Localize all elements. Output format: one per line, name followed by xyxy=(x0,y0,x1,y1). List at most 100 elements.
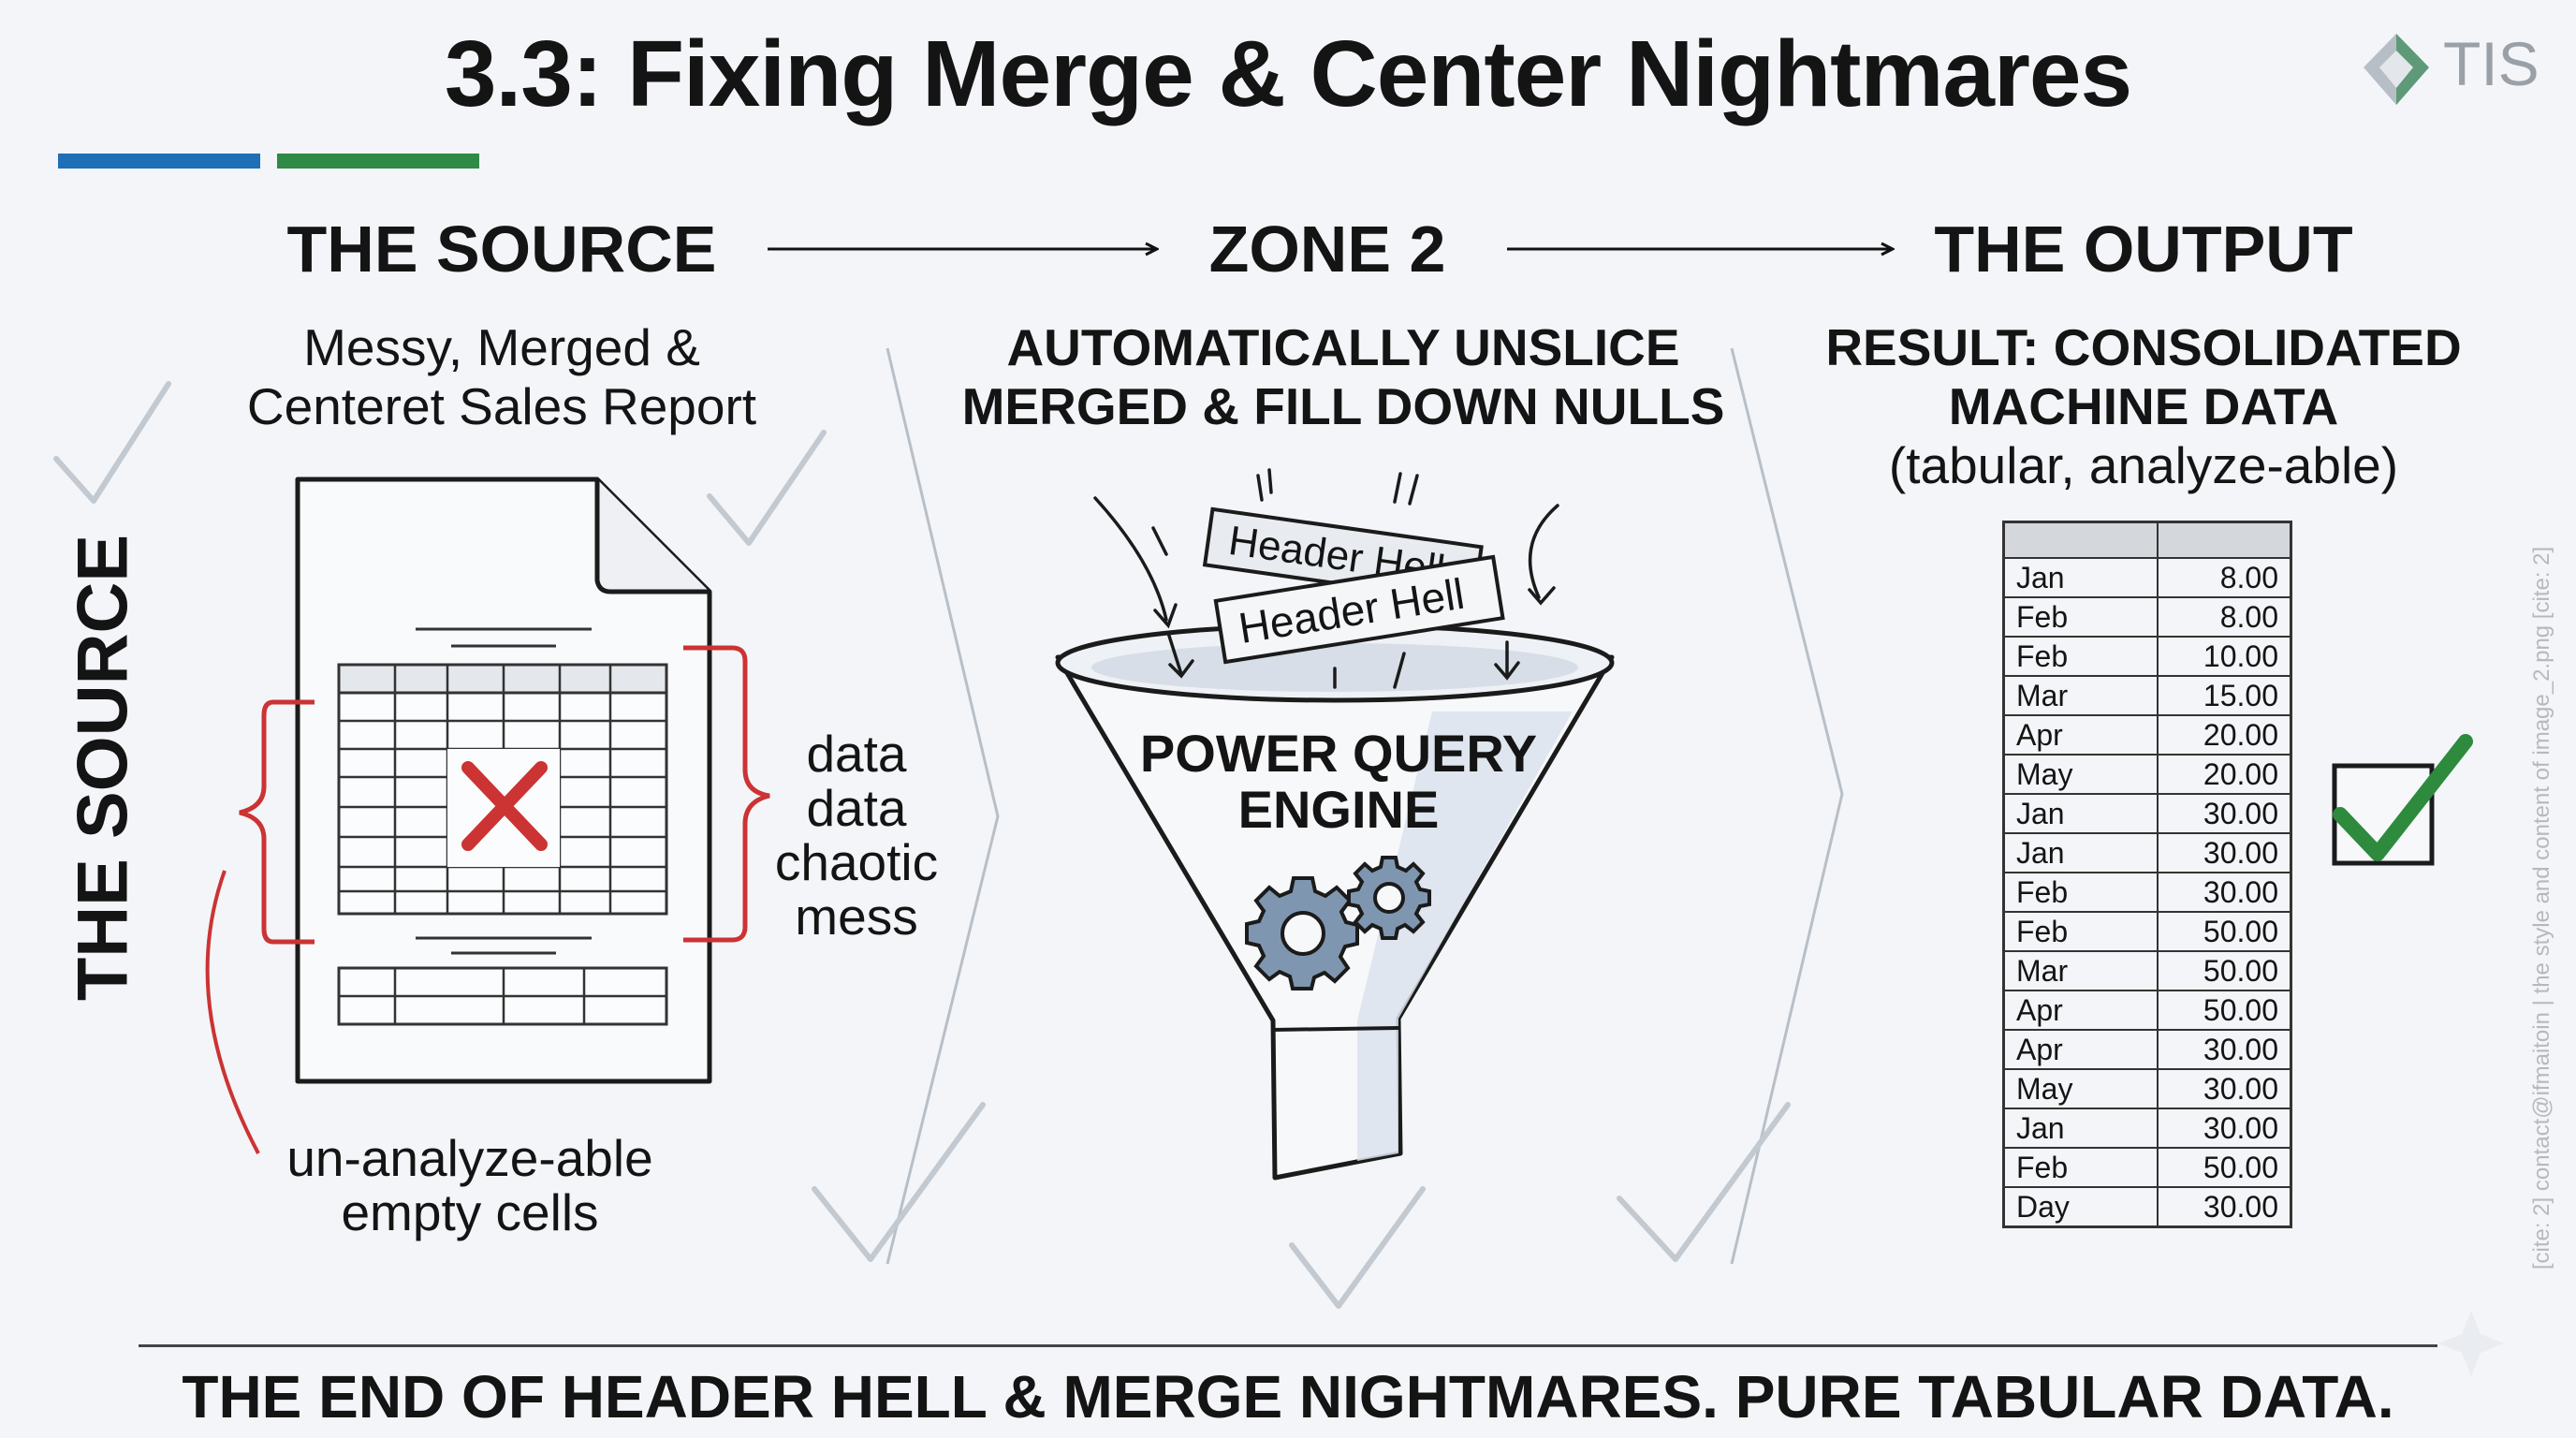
table-cell-month: Jan xyxy=(2002,1108,2159,1149)
check-icon xyxy=(2333,734,2473,861)
right-brace xyxy=(683,645,770,943)
zone-caption-line: MERGED & FILL DOWN NULLS xyxy=(961,377,1725,435)
output-caption-line: (tabular, analyze-able) xyxy=(1888,436,2399,494)
source-caption-line: Centeret Sales Report xyxy=(246,377,757,435)
table-cell-value: 30.00 xyxy=(2157,1029,2292,1070)
section-divider-1 xyxy=(886,347,1000,1265)
table-cell-month: Feb xyxy=(2002,872,2159,913)
section-divider-2 xyxy=(1730,347,1844,1265)
footer-divider xyxy=(139,1344,2437,1347)
table-cell-value: 30.00 xyxy=(2157,793,2292,834)
table-cell-value: 50.00 xyxy=(2157,950,2292,991)
table-cell-value: 30.00 xyxy=(2157,1108,2292,1149)
table-cell-month: Mar xyxy=(2002,675,2159,716)
table-cell-month: May xyxy=(2002,1068,2159,1109)
output-caption-line: MACHINE DATA xyxy=(1948,377,2339,435)
table-cell-value: 30.00 xyxy=(2157,832,2292,873)
table-cell-month: Jan xyxy=(2002,557,2159,598)
output-heading: THE OUTPUT xyxy=(1934,213,2353,286)
incoming-arrow-icon xyxy=(1093,496,1168,622)
logo-text: TIS xyxy=(2443,29,2539,98)
source-caption: Messy, Merged & Centeret Sales Report xyxy=(206,318,798,436)
table-cell-value: 50.00 xyxy=(2157,990,2292,1031)
engine-label-line: POWER QUERY xyxy=(1139,724,1538,783)
table-cell-month: Jan xyxy=(2002,793,2159,834)
gear-icon xyxy=(1347,856,1431,940)
accent-bar-green xyxy=(277,154,479,169)
table-cell-value: 8.00 xyxy=(2157,596,2292,638)
incoming-arrow-icon xyxy=(1528,586,1556,606)
table-cell-value: 30.00 xyxy=(2157,1068,2292,1109)
table-cell-month: May xyxy=(2002,754,2159,795)
table-cell-value: 10.00 xyxy=(2157,636,2292,677)
table-cell-month: Feb xyxy=(2002,1147,2159,1188)
empty-cells-line: un-analyze-able xyxy=(286,1129,653,1187)
incoming-arrow-icon xyxy=(1528,504,1559,599)
faint-check-icon xyxy=(1617,1102,1791,1262)
table-cell-month: Apr xyxy=(2002,714,2159,756)
logo-icon xyxy=(2364,34,2429,105)
callout-curve xyxy=(205,870,260,1154)
table-cell-value: 20.00 xyxy=(2157,714,2292,756)
chaos-note: mess xyxy=(795,888,918,946)
output-caption-line: RESULT: CONSOLIDATED xyxy=(1825,318,2462,376)
engine-label: POWER QUERY ENGINE xyxy=(1058,726,1619,838)
table-cell-value: 30.00 xyxy=(2157,1186,2292,1228)
faint-check-icon xyxy=(53,381,171,504)
table-cell-value: 30.00 xyxy=(2157,872,2292,913)
chaos-note: data xyxy=(806,779,907,837)
left-brace xyxy=(239,699,315,945)
sparkle-icon xyxy=(2438,1311,2504,1376)
table-cell-value: 50.00 xyxy=(2157,911,2292,952)
faint-check-icon xyxy=(707,430,827,546)
table-cell-value: 8.00 xyxy=(2157,557,2292,598)
faint-check-icon xyxy=(812,1102,986,1262)
accent-bar-blue xyxy=(58,154,260,169)
table-header-row xyxy=(2002,521,2292,559)
side-citation: [cite: 2] contact@ifmaitoin | the style … xyxy=(2529,546,2554,1270)
incoming-arrow-icon xyxy=(1153,603,1178,629)
error-x-icon xyxy=(461,761,548,851)
table-header-cell xyxy=(2002,521,2159,559)
gear-icon xyxy=(1245,876,1359,990)
source-caption-line: Messy, Merged & xyxy=(303,318,700,376)
table-cell-month: Feb xyxy=(2002,636,2159,677)
table-cell-value: 50.00 xyxy=(2157,1147,2292,1188)
source-heading: THE SOURCE xyxy=(286,213,717,286)
footer-tagline: THE END OF HEADER HELL & MERGE NIGHTMARE… xyxy=(182,1363,2394,1431)
empty-cells-note: un-analyze-able empty cells xyxy=(234,1131,706,1240)
chaos-note: data xyxy=(806,725,907,783)
chaos-note: chaotic xyxy=(774,833,939,891)
output-caption: RESULT: CONSOLIDATED MACHINE DATA (tabul… xyxy=(1816,318,2471,495)
table-cell-month: Jan xyxy=(2002,832,2159,873)
engine-label-line: ENGINE xyxy=(1237,780,1440,839)
messy-document xyxy=(295,477,712,1084)
page-title: 3.3: Fixing Merge & Center Nightmares xyxy=(444,22,2132,126)
table-header-cell xyxy=(2157,521,2292,559)
faint-check-icon xyxy=(1289,1186,1426,1309)
table-cell-month: Day xyxy=(2002,1186,2159,1228)
chaos-notes: data data chaotic mess xyxy=(758,726,955,944)
side-label: THE SOURCE xyxy=(63,534,143,1002)
zone-caption: AUTOMATICALLY UNSLICE MERGED & FILL DOWN… xyxy=(945,318,1741,436)
header-tag-front xyxy=(1213,554,1505,665)
zone-heading: ZONE 2 xyxy=(1208,213,1446,286)
